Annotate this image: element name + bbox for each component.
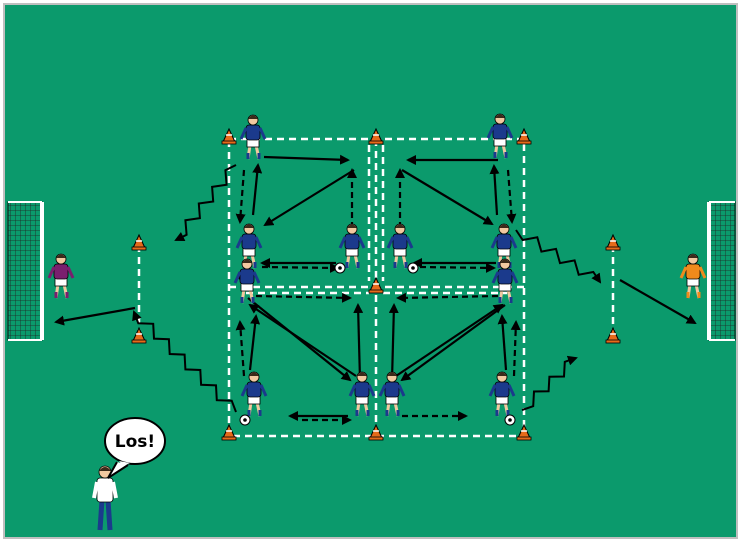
speech-text: Los! (115, 432, 155, 452)
football-icon (240, 415, 250, 425)
football-icon (335, 263, 345, 273)
goal-net-icon (709, 202, 735, 340)
football-icon (408, 263, 418, 273)
football-icon (505, 415, 515, 425)
goal-net-icon (8, 202, 42, 340)
